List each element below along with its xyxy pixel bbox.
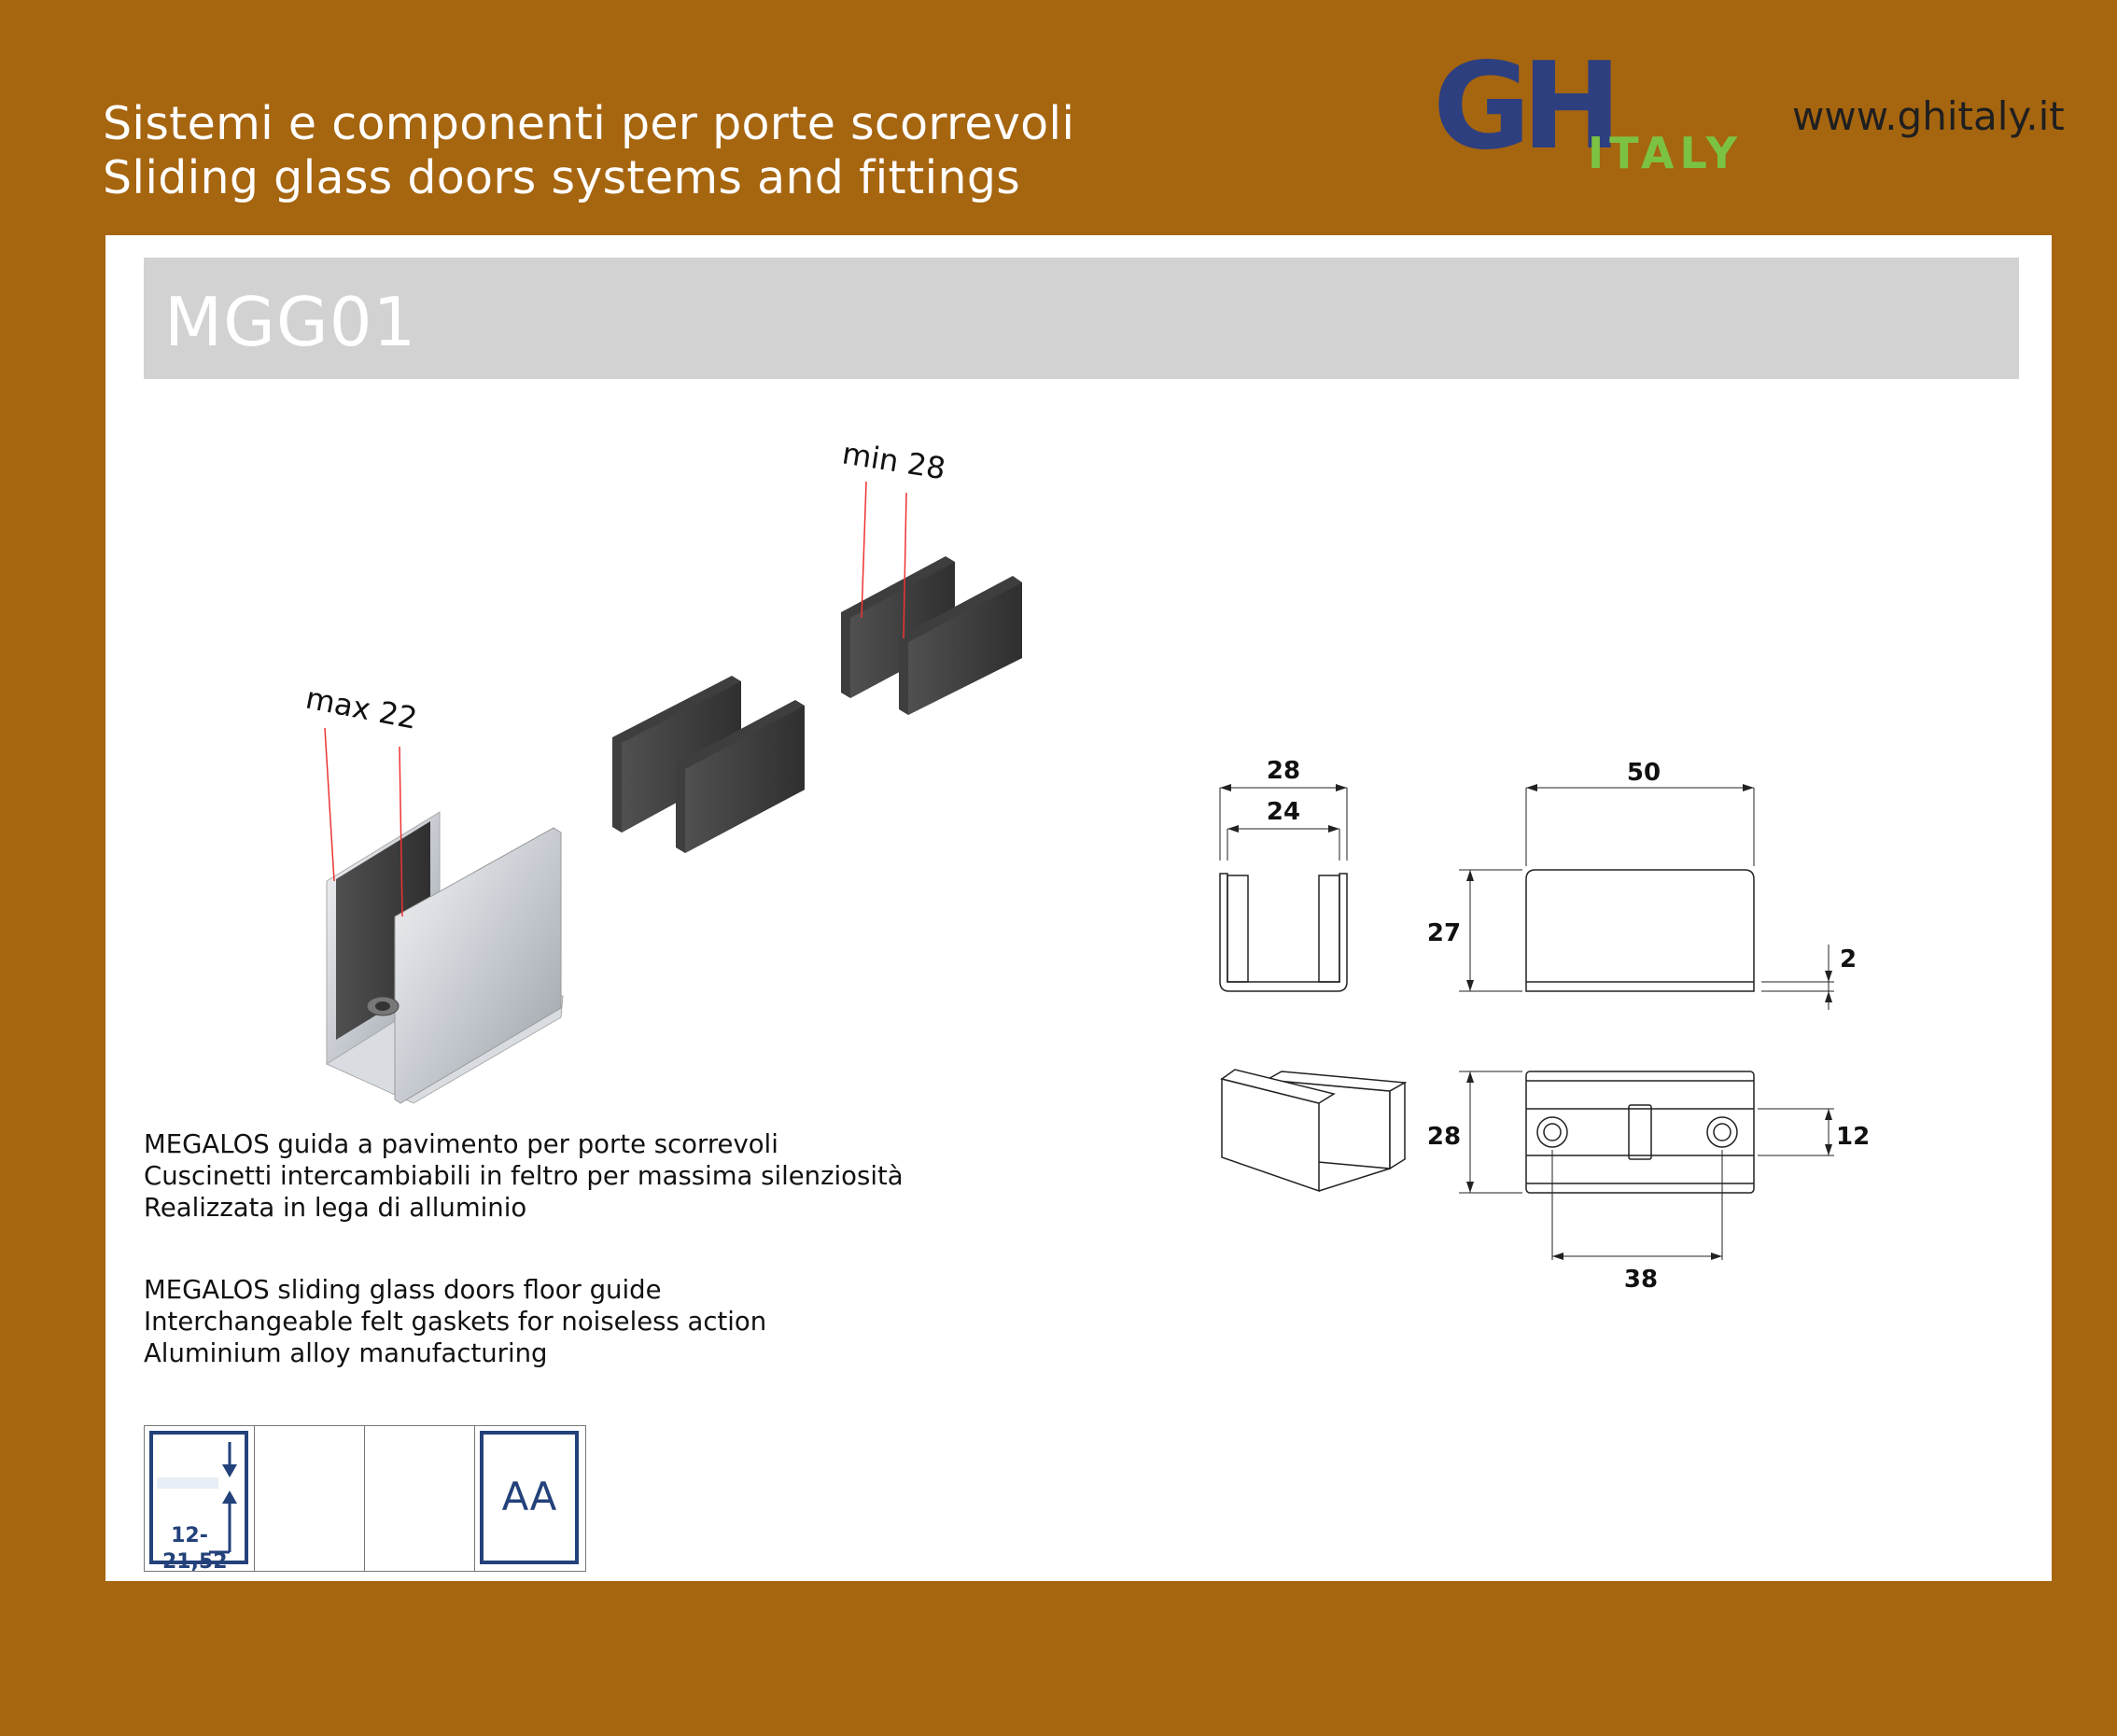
- description-line: Aluminium alloy manufacturing: [144, 1338, 548, 1368]
- leader-line: [903, 492, 907, 639]
- dim-base-thickness: 2: [1840, 945, 1857, 973]
- feature-icons: 12- 21,52 AA: [144, 1425, 586, 1574]
- thickness-arrows-icon: [157, 1442, 237, 1554]
- dim-hole-spacing: 38: [1624, 1266, 1658, 1294]
- description-line: Realizzata in lega di alluminio: [144, 1193, 527, 1223]
- leader-line: [399, 746, 403, 917]
- finish-cell: AA: [475, 1426, 585, 1571]
- svg-text:GH: GH: [1433, 54, 1612, 176]
- felt-gaskets-middle: [612, 676, 805, 853]
- dim-length: 50: [1627, 759, 1661, 787]
- product-code: MGG01: [164, 283, 417, 361]
- header-subtitle-english: Sliding glass doors systems and fittings: [103, 151, 1021, 204]
- header-subtitle-italian: Sistemi e componenti per porte scorrevol…: [103, 97, 1075, 150]
- label-max-glass: max 22: [302, 680, 420, 736]
- finish-label: AA: [501, 1474, 557, 1519]
- felt-gaskets-upper: [841, 556, 1022, 715]
- description-line: MEGALOS guida a pavimento per porte scor…: [144, 1129, 778, 1159]
- description-italian: MEGALOS guida a pavimento per porte scor…: [144, 1128, 904, 1224]
- assembled-guide-render: [325, 811, 564, 1104]
- ghitaly-logo: GH ITALY: [1433, 54, 1743, 177]
- product-code-bar: MGG01: [144, 258, 2019, 379]
- leader-line: [861, 481, 867, 619]
- label-min-glass: min 28: [840, 435, 948, 486]
- front-view-drawing: [1219, 784, 1348, 992]
- guide-line-render: [1220, 1069, 1408, 1193]
- dim-height: 27: [1427, 919, 1461, 947]
- glass-thickness-label: 12- 21,52: [162, 1523, 228, 1575]
- side-view-drawing: [1459, 784, 1834, 1010]
- glass-thickness-icon: 12- 21,52: [149, 1431, 248, 1574]
- dim-top-width: 28: [1427, 1123, 1461, 1151]
- top-view-drawing: [1459, 1071, 1834, 1260]
- thickness-line1: 12-: [171, 1524, 208, 1547]
- product-sheet: MGG01: [105, 235, 2052, 1581]
- dim-outer-width: 28: [1267, 757, 1300, 785]
- thickness-line2: 21,52: [162, 1550, 228, 1574]
- empty-icon-cell: [255, 1426, 365, 1571]
- dim-slot-width: 12: [1836, 1123, 1870, 1151]
- dim-inner-width: 24: [1267, 798, 1300, 826]
- description-line: Interchangeable felt gaskets for noisele…: [144, 1307, 767, 1337]
- description-line: Cuscinetti intercambiabili in feltro per…: [144, 1161, 904, 1191]
- description-line: MEGALOS sliding glass doors floor guide: [144, 1275, 662, 1305]
- website-link[interactable]: www.ghitaly.it: [1792, 93, 2065, 139]
- leader-line: [324, 727, 335, 882]
- finish-icon: AA: [480, 1431, 579, 1564]
- product-illustration: max 22 min 28 28 24: [302, 435, 1870, 1294]
- empty-icon-cell: [365, 1426, 475, 1571]
- glass-thickness-cell: 12- 21,52: [145, 1426, 255, 1574]
- description-english: MEGALOS sliding glass doors floor guide …: [144, 1274, 766, 1369]
- svg-text:ITALY: ITALY: [1588, 128, 1743, 177]
